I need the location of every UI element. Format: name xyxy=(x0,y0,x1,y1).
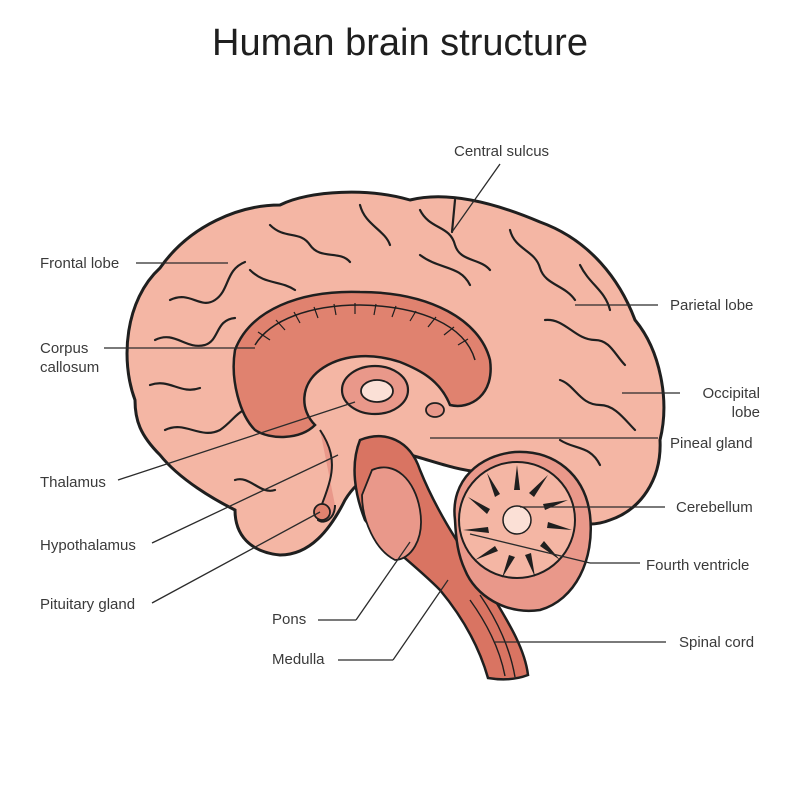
label-hypothalamus: Hypothalamus xyxy=(40,537,136,554)
label-pons: Pons xyxy=(272,611,307,628)
label-cerebellum: Cerebellum xyxy=(676,499,753,516)
label-parietal-lobe: Parietal lobe xyxy=(670,297,754,314)
thalamus-core xyxy=(360,379,394,403)
pons-bulge xyxy=(361,466,422,561)
pineal-shape xyxy=(425,402,445,418)
label-occipital-lobe-line2: lobe xyxy=(731,404,760,421)
label-pineal-gland: Pineal gland xyxy=(670,435,753,452)
label-fourth-ventricle: Fourth ventricle xyxy=(646,557,750,574)
arbor-vitae xyxy=(463,465,572,578)
spinal-cord-lines xyxy=(469,594,516,678)
page-title: Human brain structure xyxy=(212,22,588,64)
callosum-striations xyxy=(257,303,469,346)
leader-lines xyxy=(104,163,680,661)
label-medulla: Medulla xyxy=(272,651,325,668)
label-occipital-lobe-line1: Occipital xyxy=(702,385,760,402)
label-corpus-callosum-line1: Corpus xyxy=(40,340,89,357)
corpus-callosum-arc xyxy=(254,304,476,361)
label-corpus-callosum-line2: callosum xyxy=(40,359,100,376)
inner-region xyxy=(232,290,492,439)
label-spinal-cord: Spinal cord xyxy=(679,634,755,651)
label-pituitary-gland: Pituitary gland xyxy=(40,596,136,613)
cerebellum-center xyxy=(502,505,532,535)
label-central-sulcus: Central sulcus xyxy=(454,143,550,160)
label-frontal-lobe: Frontal lobe xyxy=(40,255,120,272)
pituitary-shape xyxy=(313,503,331,521)
gyri-lines xyxy=(148,198,637,492)
label-thalamus: Thalamus xyxy=(40,474,106,491)
